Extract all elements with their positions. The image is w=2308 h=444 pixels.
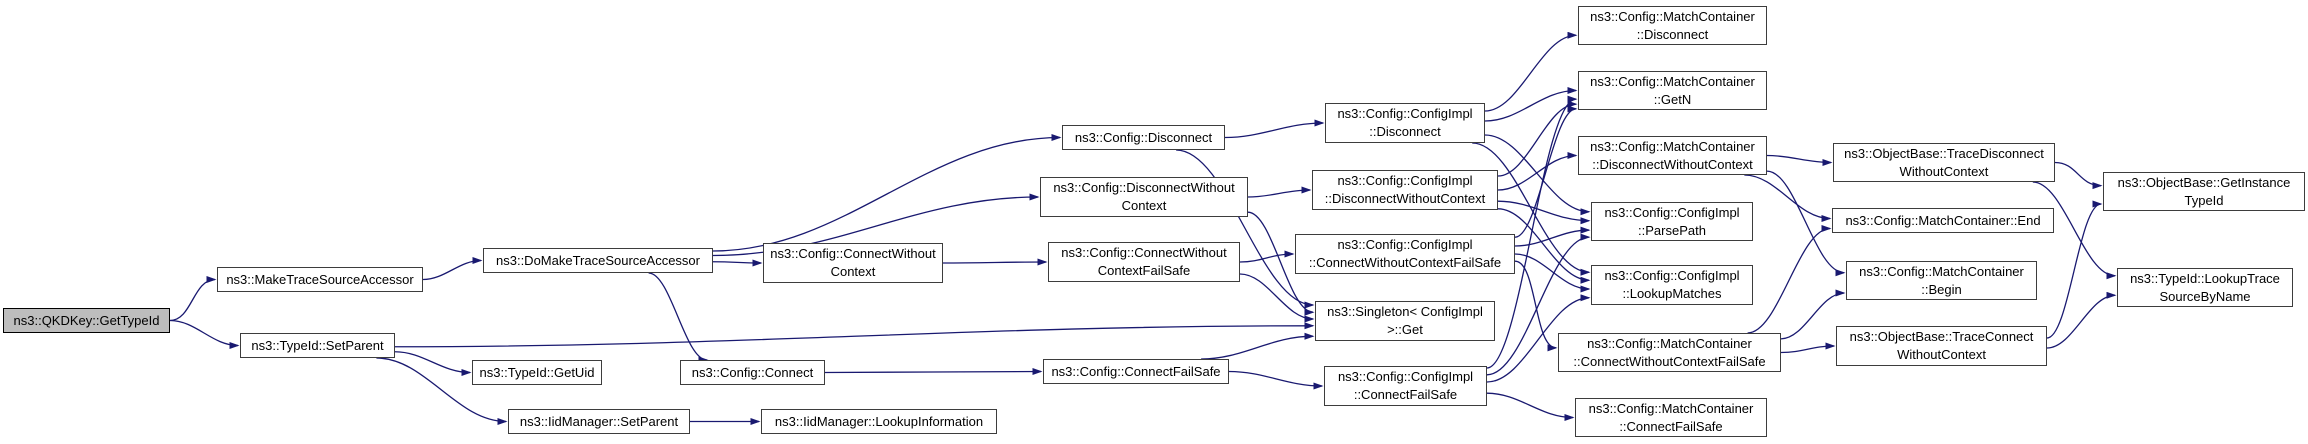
edge-qkdkey-gettypeid--typeid-setparent: [169, 319, 240, 349]
node-objectbase-getinstancetypeid[interactable]: ns3::ObjectBase::GetInstance TypeId: [2103, 172, 2305, 211]
node-typeid-getuid[interactable]: ns3::TypeId::GetUid: [472, 360, 602, 385]
node-matchcontainer-end[interactable]: ns3::Config::MatchContainer::End: [1832, 208, 2054, 233]
node-typeid-lookuptracesourcebyname[interactable]: ns3::TypeId::LookupTrace SourceByName: [2117, 268, 2293, 307]
edge-config-connectwithoutcontextfailsafe--singleton-configimpl-get: [1239, 273, 1315, 323]
edge-configimpl-connectwithoutcontextfailsafe--matchcontainer-getn: [1514, 105, 1578, 238]
edge-objectbase-traceconnectwithoutcontext--objectbase-getinstancetypeid: [2046, 200, 2103, 339]
edge-configimpl-connectfailsafe--configimpl-lookupmatches: [1486, 294, 1591, 383]
edge-configimpl-disconnectwithoutcontext--matchcontainer-getn: [1497, 100, 1578, 177]
node-matchcontainer-disconnect[interactable]: ns3::Config::MatchContainer ::Disconnect: [1578, 6, 1767, 45]
node-typeid-setparent[interactable]: ns3::TypeId::SetParent: [240, 333, 395, 358]
edge-matchcontainer-connectwithoutcontextfailsafe--matchcontainer-begin: [1780, 289, 1846, 340]
edge-config-disconnect--configimpl-disconnect: [1224, 119, 1325, 139]
node-config-connectfailsafe[interactable]: ns3::Config::ConnectFailSafe: [1043, 359, 1229, 384]
edge-do-make-trace-source-accessor--config-connectwithoutcontext: [712, 259, 763, 267]
edge-matchcontainer-connectwithoutcontextfailsafe--matchcontainer-end: [1747, 225, 1832, 334]
edge-configimpl-connectwithoutcontextfailsafe--configimpl-lookupmatches: [1514, 253, 1591, 293]
node-make-trace-source-accessor[interactable]: ns3::MakeTraceSourceAccessor: [217, 267, 423, 292]
node-matchcontainer-disconnectwithoutcontext[interactable]: ns3::Config::MatchContainer ::Disconnect…: [1578, 136, 1767, 175]
edge-configimpl-disconnect--matchcontainer-getn: [1484, 87, 1578, 122]
node-config-connect[interactable]: ns3::Config::Connect: [680, 360, 825, 385]
edge-typeid-setparent--singleton-configimpl-get: [394, 322, 1315, 348]
edge-configimpl-disconnect--configimpl-lookupmatches: [1472, 142, 1591, 276]
edge-qkdkey-gettypeid--make-trace-source-accessor: [169, 276, 217, 322]
edge-do-make-trace-source-accessor--config-connect: [648, 272, 709, 364]
node-objectbase-tracedisconnectwithoutcontext[interactable]: ns3::ObjectBase::TraceDisconnect Without…: [1833, 143, 2055, 182]
node-configimpl-lookupmatches[interactable]: ns3::Config::ConfigImpl ::LookupMatches: [1591, 265, 1753, 305]
node-configimpl-disconnectwithoutcontext[interactable]: ns3::Config::ConfigImpl ::DisconnectWith…: [1312, 170, 1498, 210]
edge-matchcontainer-disconnectwithoutcontext--objectbase-tracedisconnectwithoutcontext: [1766, 154, 1833, 166]
node-configimpl-disconnect[interactable]: ns3::Config::ConfigImpl ::Disconnect: [1325, 103, 1485, 143]
node-configimpl-parsepath[interactable]: ns3::Config::ConfigImpl ::ParsePath: [1591, 202, 1753, 241]
edge-config-connect--config-connectfailsafe: [824, 368, 1043, 376]
edge-config-disconnectwithoutcontext--configimpl-disconnectwithoutcontext: [1247, 186, 1312, 198]
node-configimpl-connectwithoutcontextfailsafe[interactable]: ns3::Config::ConfigImpl ::ConnectWithout…: [1295, 234, 1515, 274]
edge-configimpl-connectwithoutcontextfailsafe--matchcontainer-connectwithoutcontextfailsafe: [1514, 260, 1558, 352]
node-matchcontainer-begin[interactable]: ns3::Config::MatchContainer ::Begin: [1846, 261, 2037, 300]
node-config-disconnect[interactable]: ns3::Config::Disconnect: [1062, 125, 1225, 150]
edge-configimpl-connectfailsafe--configimpl-parsepath: [1486, 233, 1591, 376]
node-config-connectwithoutcontext[interactable]: ns3::Config::ConnectWithout Context: [763, 243, 943, 283]
node-config-connectwithoutcontextfailsafe[interactable]: ns3::Config::ConnectWithout ContextFailS…: [1048, 242, 1240, 282]
edge-objectbase-traceconnectwithoutcontext--typeid-lookuptracesourcebyname: [2046, 291, 2117, 349]
edge-typeid-setparent--typeid-getuid: [394, 351, 472, 376]
edge-matchcontainer-disconnectwithoutcontext--matchcontainer-end: [1744, 174, 1832, 222]
edge-config-connectfailsafe--configimpl-connectfailsafe: [1228, 370, 1324, 390]
edge-config-connectwithoutcontextfailsafe--configimpl-connectwithoutcontextfailsafe: [1239, 250, 1295, 263]
edge-configimpl-connectwithoutcontextfailsafe--configimpl-parsepath: [1514, 226, 1591, 247]
edge-configimpl-disconnectwithoutcontext--matchcontainer-disconnectwithoutcontext: [1497, 152, 1578, 191]
edge-typeid-setparent--iidmanager-setparent: [376, 357, 508, 425]
edge-configimpl-connectfailsafe--matchcontainer-connectfailsafe: [1486, 392, 1575, 421]
edge-config-disconnect--singleton-configimpl-get: [1176, 149, 1315, 309]
edge-configimpl-disconnectwithoutcontext--configimpl-lookupmatches: [1497, 208, 1591, 284]
node-objectbase-traceconnectwithoutcontext[interactable]: ns3::ObjectBase::TraceConnect WithoutCon…: [1836, 326, 2047, 366]
edge-config-connectwithoutcontext--config-connectwithoutcontextfailsafe: [942, 258, 1048, 266]
node-qkdkey-gettypeid: ns3::QKDKey::GetTypeId: [3, 308, 170, 333]
node-iidmanager-lookupinformation[interactable]: ns3::IidManager::LookupInformation: [761, 409, 997, 434]
node-matchcontainer-getn[interactable]: ns3::Config::MatchContainer ::GetN: [1578, 71, 1767, 110]
edge-do-make-trace-source-accessor--config-disconnectwithoutcontext: [712, 193, 1040, 257]
edge-group: [169, 31, 2117, 425]
edge-objectbase-tracedisconnectwithoutcontext--typeid-lookuptracesourcebyname: [2032, 181, 2117, 280]
edge-configimpl-disconnect--matchcontainer-disconnect: [1484, 31, 1578, 112]
edge-configimpl-connectfailsafe--matchcontainer-getn: [1486, 95, 1578, 369]
node-matchcontainer-connectfailsafe[interactable]: ns3::Config::MatchContainer ::ConnectFai…: [1575, 398, 1767, 437]
edge-config-disconnectwithoutcontext--singleton-configimpl-get: [1247, 211, 1315, 316]
edge-matchcontainer-disconnectwithoutcontext--matchcontainer-begin: [1766, 170, 1846, 277]
node-do-make-trace-source-accessor[interactable]: ns3::DoMakeTraceSourceAccessor: [483, 248, 713, 273]
node-configimpl-connectfailsafe[interactable]: ns3::Config::ConfigImpl ::ConnectFailSaf…: [1324, 366, 1487, 406]
node-config-disconnectwithoutcontext[interactable]: ns3::Config::DisconnectWithout Context: [1040, 177, 1248, 217]
node-singleton-configimpl-get[interactable]: ns3::Singleton< ConfigImpl >::Get: [1315, 301, 1495, 341]
edge-do-make-trace-source-accessor--config-disconnect: [712, 134, 1062, 252]
edge-objectbase-tracedisconnectwithoutcontext--objectbase-getinstancetypeid: [2054, 161, 2103, 190]
edge-configimpl-disconnectwithoutcontext--configimpl-parsepath: [1497, 200, 1591, 225]
node-matchcontainer-connectwithoutcontextfailsafe[interactable]: ns3::Config::MatchContainer ::ConnectWit…: [1558, 333, 1781, 372]
edge-config-connectfailsafe--singleton-configimpl-get: [1201, 332, 1315, 360]
edge-make-trace-source-accessor--do-make-trace-source-accessor: [422, 257, 483, 281]
edge-matchcontainer-connectwithoutcontextfailsafe--objectbase-traceconnectwithoutcontext: [1780, 342, 1836, 354]
node-iidmanager-setparent[interactable]: ns3::IidManager::SetParent: [508, 409, 690, 434]
